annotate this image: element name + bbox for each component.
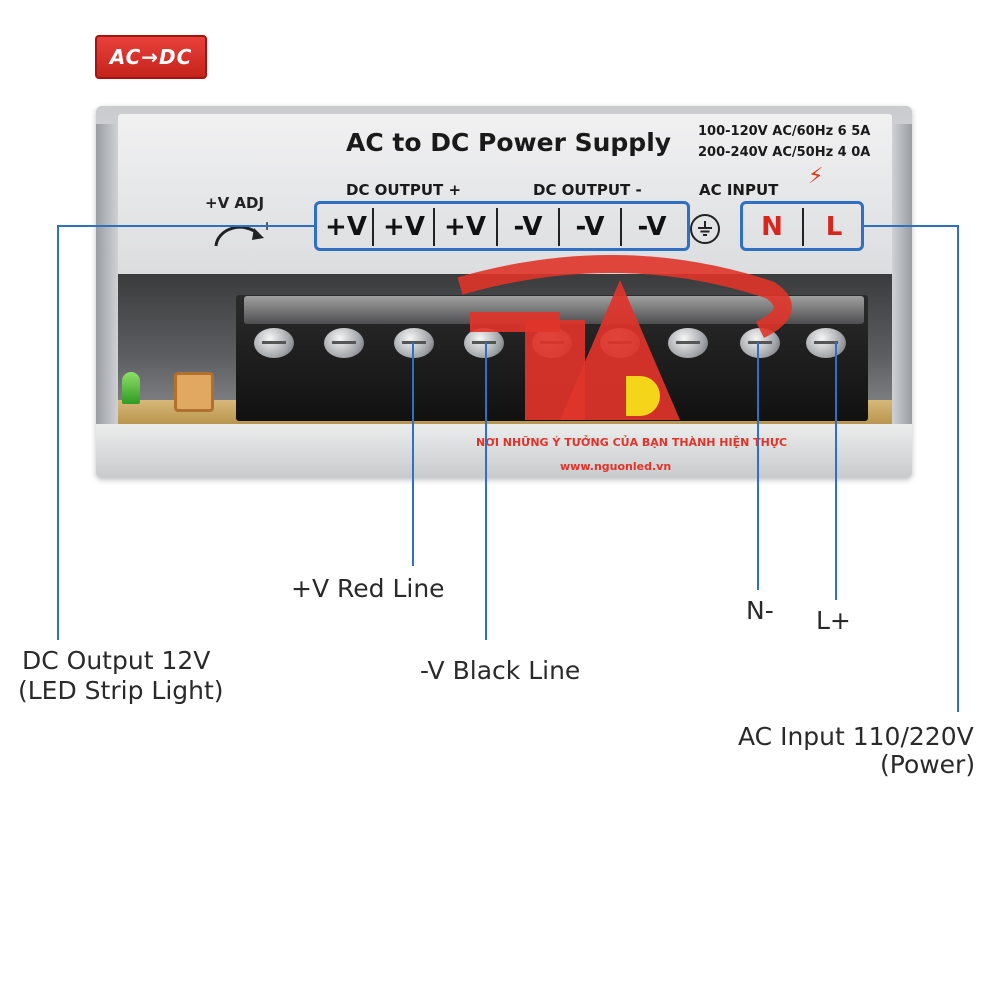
- callout-black-line: -V Black Line: [420, 656, 581, 685]
- terminal-v-minus-1: -V: [513, 212, 543, 242]
- vadj-label: +V ADJ: [205, 194, 265, 212]
- terminal-divider: [802, 208, 804, 246]
- psu-bottom-case: [96, 424, 912, 478]
- terminal-screw: [324, 328, 364, 358]
- terminal-screw: [668, 328, 708, 358]
- ac-dc-badge: AC→DC: [95, 35, 207, 79]
- dc-output-positive-header: DC OUTPUT +: [346, 181, 462, 199]
- callout-dc-output-subtitle: (LED Strip Light): [18, 676, 224, 705]
- brand-logo: [457, 255, 792, 420]
- spec-line-2: 200-240V AC/50Hz 4 0A: [698, 145, 871, 160]
- psu-side-right: [892, 124, 912, 444]
- callout-l: L+: [816, 606, 851, 635]
- psu-title: AC to DC Power Supply: [346, 128, 672, 157]
- callout-line-dc-output: [57, 225, 314, 640]
- ground-icon: [690, 214, 720, 244]
- spec-line-1: 100-120V AC/60Hz 6 5A: [698, 124, 871, 139]
- callout-ac-input-title: AC Input 110/220V: [738, 722, 974, 751]
- terminal-screw: [740, 328, 780, 358]
- terminal-divider: [558, 208, 560, 246]
- terminal-divider: [433, 208, 435, 246]
- terminal-screw: [806, 328, 846, 358]
- watermark-website: www.nguonled.vn: [560, 460, 672, 473]
- terminal-divider: [372, 208, 374, 246]
- watermark-slogan: NƠI NHỮNG Ý TƯỞNG CỦA BẠN THÀNH HIỆN THỰ…: [476, 436, 788, 449]
- dc-terminal-box: [314, 201, 690, 251]
- ac-terminal-box: [740, 201, 864, 251]
- green-led: [122, 372, 140, 404]
- callout-dc-output-title: DC Output 12V: [22, 646, 211, 675]
- terminal-divider: [620, 208, 622, 246]
- terminal-v-minus-2: -V: [575, 212, 605, 242]
- psu-side-left: [96, 124, 118, 444]
- terminal-screw: [464, 328, 504, 358]
- psu-label-plate: [118, 114, 892, 274]
- callout-ac-input-subtitle: (Power): [880, 750, 976, 779]
- terminal-divider: [496, 208, 498, 246]
- terminal-v-plus-1: +V: [325, 212, 367, 242]
- terminal-l: L: [825, 212, 843, 242]
- trim-potentiometer: [174, 372, 214, 412]
- terminal-v-minus-3: -V: [637, 212, 667, 242]
- callout-red-line: +V Red Line: [291, 574, 445, 603]
- terminal-screw: [254, 328, 294, 358]
- callout-line-ac-input: [864, 225, 959, 712]
- terminal-v-plus-3: +V: [444, 212, 486, 242]
- callout-n: N-: [746, 596, 774, 625]
- lightning-icon: ⚡: [808, 164, 824, 189]
- dc-output-negative-header: DC OUTPUT -: [533, 181, 642, 199]
- terminal-n: N: [761, 212, 783, 242]
- terminal-v-plus-2: +V: [383, 212, 425, 242]
- ac-input-header: AC INPUT: [699, 181, 779, 199]
